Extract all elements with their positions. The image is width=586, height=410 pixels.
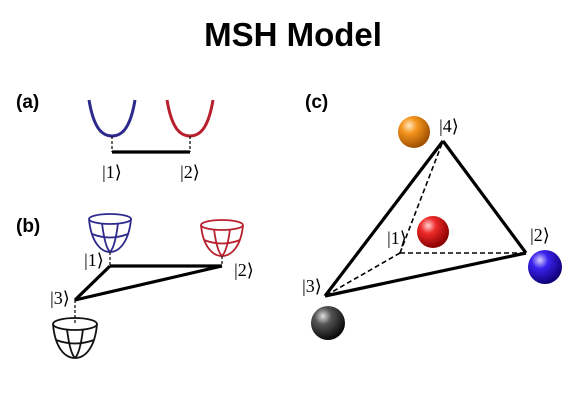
tetra-dashed-edge-1-3 xyxy=(324,252,401,297)
ket-label-2-b: |2⟩ xyxy=(234,260,254,280)
state-3-sphere xyxy=(311,306,345,340)
state-2-potential-bowl xyxy=(200,219,244,257)
panel-a: (a) |1⟩ |2⟩ xyxy=(16,92,215,182)
ket-label-3-b: |3⟩ xyxy=(50,288,70,308)
ket-label-4-c: |4⟩ xyxy=(439,116,459,136)
ket-label-1: |1⟩ xyxy=(102,162,122,182)
state-1-potential-bowl xyxy=(88,213,132,253)
state-2-potential-curve xyxy=(165,99,215,138)
ket-label-2: |2⟩ xyxy=(180,162,200,182)
state-4-sphere xyxy=(398,116,430,148)
panel-a-label: (a) xyxy=(16,92,39,113)
ket-label-2-c: |2⟩ xyxy=(530,225,550,245)
panel-b: (b) |1⟩ xyxy=(16,213,254,359)
tetra-edge-3-2 xyxy=(324,251,527,298)
state-2-sphere xyxy=(528,250,562,284)
panel-b-label: (b) xyxy=(16,216,40,237)
ket-label-1-c: |1⟩ xyxy=(387,228,407,248)
ket-label-3-c: |3⟩ xyxy=(302,276,322,296)
ket-label-1-b: |1⟩ xyxy=(84,250,104,270)
coupling-edge-2-3-b xyxy=(74,264,223,302)
tetra-dashed-edge-1-4 xyxy=(399,140,444,254)
panel-c-label: (c) xyxy=(305,92,328,113)
tetra-edge-3-4 xyxy=(323,140,445,297)
figure-title: MSH Model xyxy=(204,16,382,53)
coupling-edge-1-3-b xyxy=(73,264,112,302)
panel-c: (c) |1⟩ |2⟩ |3⟩ |4⟩ xyxy=(302,92,562,340)
tetra-edge-4-2 xyxy=(441,140,528,254)
state-1-sphere xyxy=(417,216,449,248)
state-1-potential-curve xyxy=(87,99,137,138)
